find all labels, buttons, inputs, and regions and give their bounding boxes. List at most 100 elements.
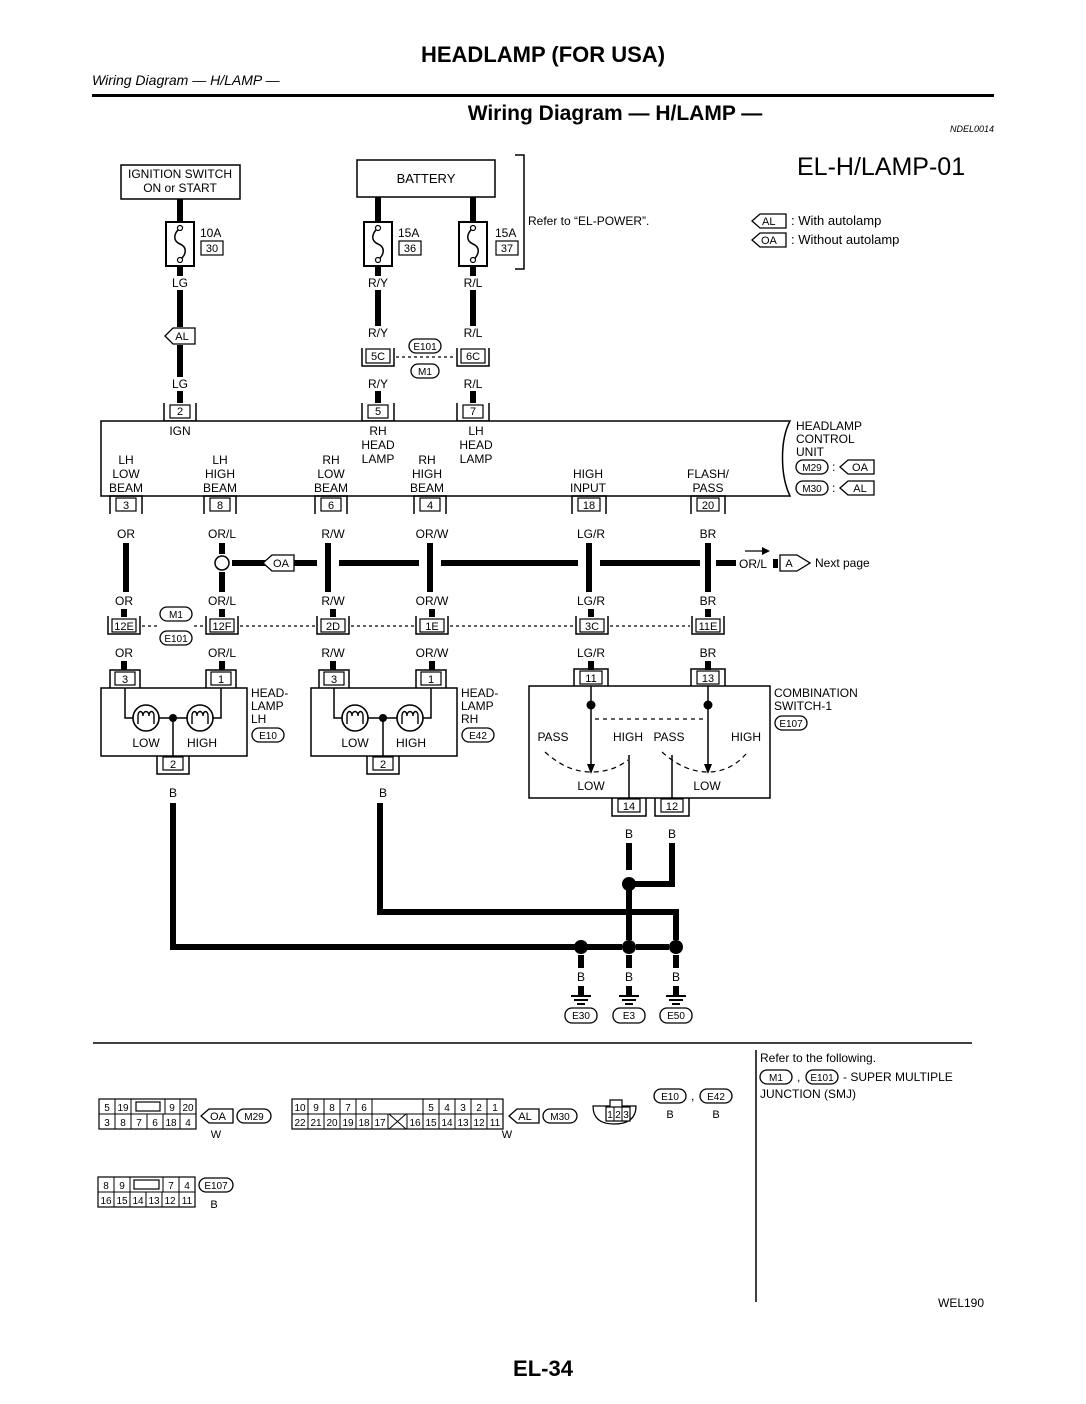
wire-or-2: OR [115, 594, 133, 608]
switch-pass-1: PASS [537, 730, 568, 744]
wire-b-lh: B [169, 786, 177, 800]
wire-b-sw12: B [668, 827, 676, 841]
e107-pin-16: 16 [100, 1196, 112, 1207]
e107-pin-15: 15 [116, 1196, 128, 1207]
smj-upper-labels: OR OR/L R/W OR/W LG/R BR [115, 594, 717, 608]
battery-label: BATTERY [397, 171, 456, 186]
lh-low-label: LOW [132, 736, 160, 750]
m30-pin-17: 17 [374, 1118, 386, 1129]
wire-lg-1: LG [172, 276, 188, 290]
cu-lh-head-lamp-1: LH [468, 424, 483, 438]
legend-oa-text: : Without autolamp [791, 232, 899, 247]
control-unit-top-pins: 2 5 7 [163, 403, 490, 422]
control-unit-name: HEADLAMP CONTROL UNIT M29 : OA M30 : AL [795, 419, 875, 496]
e10-label: E10 [661, 1092, 679, 1103]
m30-pin-14: 14 [441, 1118, 453, 1129]
m29-pin-4: 4 [185, 1118, 191, 1129]
cu-lh-head-lamp-2: HEAD [459, 438, 493, 452]
wire-rw-1: R/W [321, 527, 345, 541]
wire-br-1: BR [700, 527, 717, 541]
m29-pin-7: 7 [136, 1118, 142, 1129]
fuse-30-amp: 10A [200, 226, 221, 240]
cu-colon-1: : [832, 460, 835, 474]
refer-m1: M1 [769, 1073, 783, 1084]
m29-color-w: W [211, 1129, 222, 1141]
m29-pin-6: 6 [152, 1118, 158, 1129]
cu-rh-low-beam-2: LOW [317, 467, 345, 481]
control-unit-bottom-pins: 3 8 6 4 18 20 [109, 495, 726, 514]
refer-e101: E101 [810, 1073, 834, 1084]
pin-5: 5 [375, 406, 381, 418]
e107-color-b: B [210, 1199, 217, 1211]
cu-lh-low-beam-1: LH [118, 453, 133, 467]
wire-or-1: OR [117, 527, 135, 541]
pin-8-cu: 8 [217, 500, 223, 512]
legend-al-tag: AL [762, 216, 775, 228]
wire-or-3: OR [115, 646, 133, 660]
refer-power-text: Refer to “EL-POWER”. [528, 214, 649, 228]
wire-b-g1: B [577, 970, 585, 984]
e107-label: E107 [204, 1181, 228, 1192]
wire-b-sw14: B [625, 827, 633, 841]
refer-comma: , [797, 1070, 800, 1084]
pin-20-cu: 20 [702, 500, 714, 512]
cu-rh-high-beam-3: BEAM [410, 481, 444, 495]
cu-name-1: HEADLAMP [796, 419, 862, 433]
page-title: HEADLAMP (FOR USA) [420, 42, 666, 67]
al-option-tag: AL [164, 327, 196, 345]
next-page-wire: OR/L [739, 557, 767, 571]
connector-e101-top: E101 [413, 342, 437, 353]
wire-lgr-2: LG/R [577, 594, 605, 608]
refer-smj-text-2: JUNCTION (SMJ) [760, 1087, 856, 1101]
legend-oa-tag: OA [761, 235, 778, 247]
pin-2-lh: 2 [170, 759, 176, 771]
connector-e107: E107 [779, 719, 803, 730]
e42-color-b: B [712, 1109, 719, 1121]
cu-al-tag: AL [853, 483, 866, 495]
connector-12e: 12E [114, 621, 134, 633]
switch-low-2: LOW [693, 779, 721, 793]
m30-pin-21: 21 [310, 1118, 322, 1129]
ground-junctions [574, 877, 683, 954]
wire-b-g2: B [625, 970, 633, 984]
headlamp-rh: 3 1 LOW HIGH HEAD- LAMP RH E42 2 [310, 669, 498, 775]
e10-pin-3: 3 [623, 1110, 629, 1121]
power-wires [177, 197, 476, 403]
wire-orl-1: OR/L [208, 527, 236, 541]
cu-oa-tag: OA [852, 462, 869, 474]
ignition-label-1: IGNITION SWITCH [128, 167, 232, 181]
rh-high-label: HIGH [396, 736, 426, 750]
m29-pin-20: 20 [182, 1103, 194, 1114]
next-page-link: OR/L A Next page [739, 547, 870, 572]
cu-flash-pass-1: FLASH/ [687, 467, 730, 481]
oa-bus-label: OA [273, 558, 290, 570]
fuse-30-number: 30 [206, 243, 218, 255]
cu-high-input-2: INPUT [570, 481, 607, 495]
cu-lh-high-beam-3: BEAM [203, 481, 237, 495]
ground-wires [170, 803, 679, 995]
rh-name-3: RH [461, 712, 478, 726]
cu-rh-low-beam-1: RH [322, 453, 339, 467]
wire-rl-1: R/L [464, 276, 483, 290]
smj-row: 12E 12F 2D 1E 3C 11E M1 E101 [107, 606, 725, 646]
connector-face-m30: 10 9 8 7 6 5 4 3 2 1 22 21 20 19 18 17 1… [291, 1098, 578, 1141]
m30-pin-9: 9 [313, 1103, 319, 1114]
next-page-text: Next page [815, 556, 870, 570]
e107-pin-8: 8 [103, 1181, 109, 1192]
cu-ign-label: IGN [169, 424, 190, 438]
pin-3-lh: 3 [122, 674, 128, 686]
refer-title: Refer to the following. [760, 1051, 876, 1065]
m29-pin-5: 5 [104, 1103, 110, 1114]
pin-14: 14 [623, 801, 635, 813]
pin-12: 12 [666, 801, 678, 813]
connector-m1-mid: M1 [169, 610, 183, 621]
m30-pin-1: 1 [492, 1103, 498, 1114]
fuse-36-amp: 15A [398, 226, 419, 240]
page-subtitle: Wiring Diagram — H/LAMP — [92, 72, 280, 88]
pin-6-cu: 6 [328, 500, 334, 512]
connector-e101-mid: E101 [164, 634, 188, 645]
rh-name-2: LAMP [461, 699, 494, 713]
m29-pin-19: 19 [117, 1103, 129, 1114]
m30-pin-19: 19 [342, 1118, 354, 1129]
switch-pass-2: PASS [653, 730, 684, 744]
